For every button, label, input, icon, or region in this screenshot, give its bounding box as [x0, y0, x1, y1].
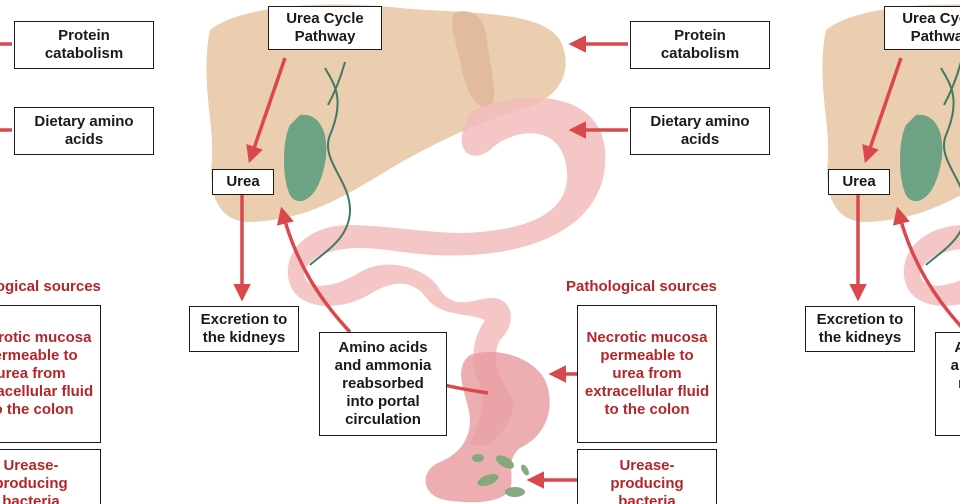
dietary-amino-acids-box: Dietary amino acids: [630, 107, 770, 155]
arrow-reabsorbed-to-urea: [892, 206, 960, 329]
anatomy-illustration: [0, 42, 12, 132]
urease-bacteria-box: Urease- producing bacteria: [0, 449, 101, 504]
pathological-sources-heading: Pathological sources: [566, 278, 717, 295]
gallbladder-shape: [900, 114, 943, 202]
diagram-panel-left-repeat: Urea Cycle Pathway Protein catabolism Di…: [0, 0, 184, 504]
urea-box: Urea: [828, 169, 890, 195]
reabsorbed-box: Amino acids and ammonia reabsorbed into …: [319, 332, 447, 436]
dietary-amino-acids-box: Dietary amino acids: [14, 107, 154, 155]
arrow-colon-to-reabsorbed: [444, 383, 489, 395]
urease-bacteria-box: Urease- producing bacteria: [577, 449, 717, 504]
rectum-shape: [425, 351, 550, 503]
urea-box: Urea: [212, 169, 274, 195]
urea-cycle-box: Urea Cycle Pathway: [884, 6, 960, 50]
diagram-panel-main: Urea Cycle Pathway Protein catabolism Di…: [189, 4, 770, 504]
necrotic-mucosa-box: Necrotic mucosa permeable to urea from e…: [577, 305, 717, 443]
protein-catabolism-box: Protein catabolism: [630, 21, 770, 69]
arrows: [233, 35, 628, 489]
anatomy-illustration: [822, 4, 960, 329]
reabsorbed-box: Amino acids and ammonia reabsorbed into …: [935, 332, 960, 436]
arrow-cycle-to-urea: [862, 57, 903, 164]
excretion-box: Excretion to the kidneys: [805, 306, 915, 352]
gallbladder-shape: [284, 114, 327, 202]
necrotic-mucosa-box: Necrotic mucosa permeable to urea from e…: [0, 305, 101, 443]
pathological-sources-heading: Pathological sources: [0, 278, 101, 295]
arrow-cycle-to-urea: [246, 57, 287, 164]
arrows: [0, 42, 12, 132]
bile-duct: [925, 67, 960, 266]
protein-catabolism-box: Protein catabolism: [14, 21, 154, 69]
diagram-panel-right-repeat: Urea Cycle Pathway Protein catabolism Di…: [616, 0, 960, 504]
colon-shape: [903, 225, 960, 306]
arrows: [849, 57, 960, 329]
urea-cycle-box: Urea Cycle Pathway: [268, 6, 382, 50]
cystic-duct: [327, 61, 346, 106]
bile-duct: [309, 67, 352, 266]
anatomy-illustration: [206, 4, 628, 503]
excretion-box: Excretion to the kidneys: [189, 306, 299, 352]
arrow-reabsorbed-to-urea: [276, 206, 352, 334]
liver-lobe-shading: [452, 10, 495, 109]
bacteria-cluster: [472, 454, 529, 497]
